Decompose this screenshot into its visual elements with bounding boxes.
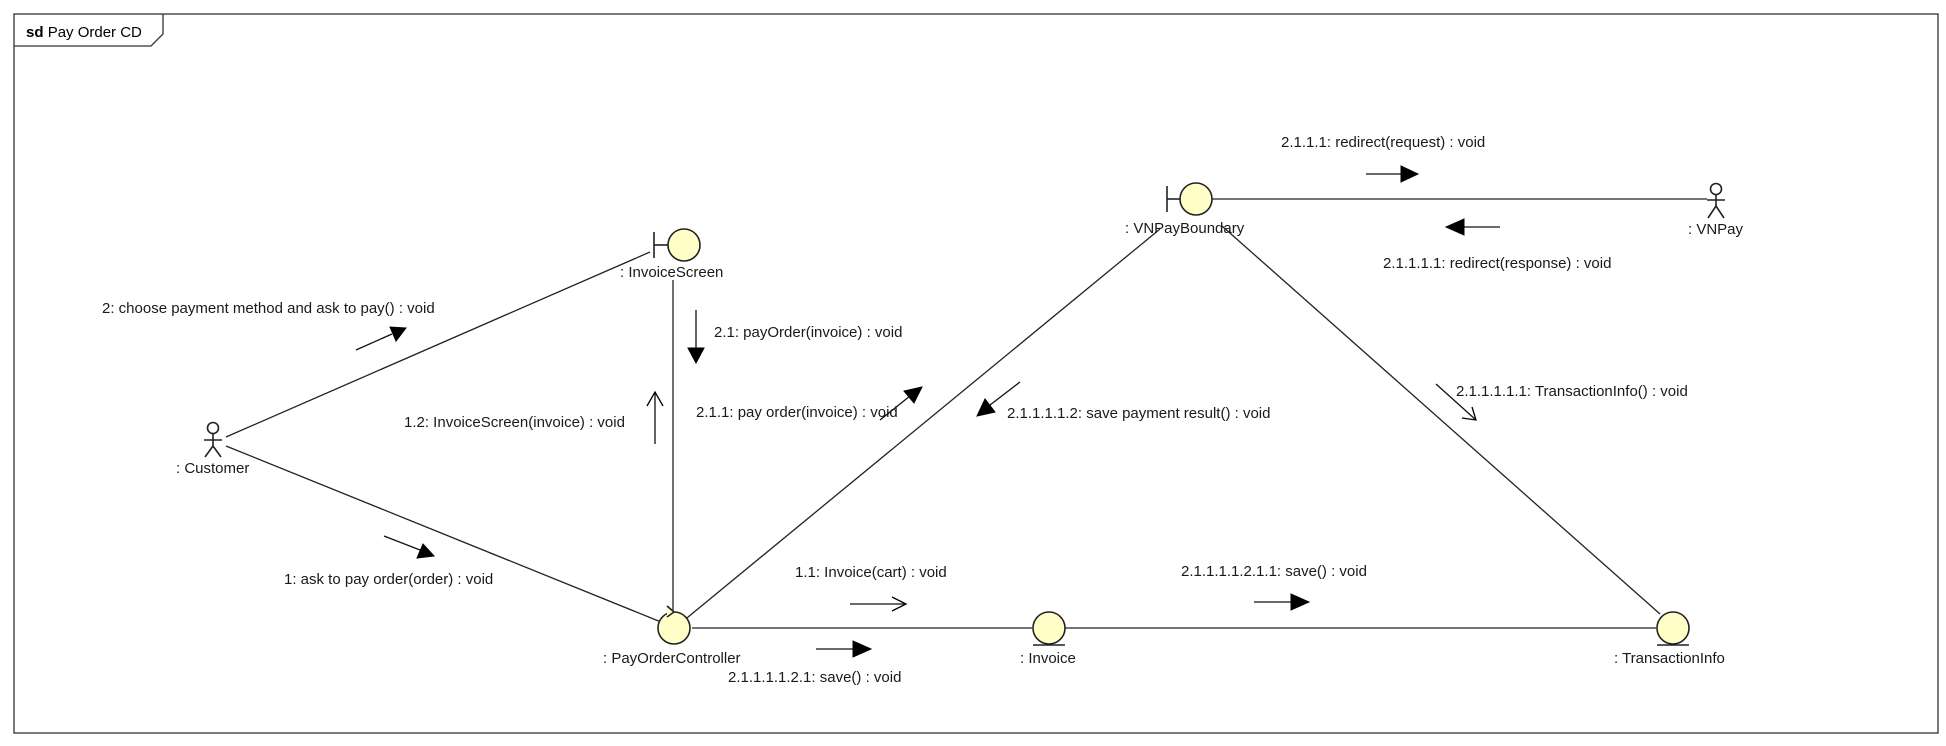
link-vnpayboundary-transactioninfo (1221, 225, 1661, 615)
actor-customer-label: : Customer (176, 460, 249, 477)
arrow-m2-1-1-1-1-2-1 (816, 640, 873, 658)
entity-transactioninfo-label: : TransactionInfo (1614, 650, 1725, 667)
message-label: 2.1.1.1.1: redirect(response) : void (1383, 255, 1611, 272)
actor-vnpay-label: : VNPay (1688, 221, 1744, 238)
entity-invoice-label: : Invoice (1020, 650, 1076, 667)
link-customer-invoicescreen (225, 251, 651, 438)
boundary-icon (1166, 182, 1213, 216)
message-label: 2.1.1.1.1.2.1.1: save() : void (1181, 563, 1367, 580)
message-labels: 2: choose payment method and ask to pay(… (102, 134, 1688, 686)
boundary-vnpayboundary[interactable]: : VNPayBoundary (1125, 182, 1245, 237)
boundary-invoicescreen-label: : InvoiceScreen (620, 264, 723, 281)
boundary-vnpayboundary-label: : VNPayBoundary (1125, 220, 1245, 237)
arrow-m2 (355, 326, 407, 351)
message-label: 2.1: payOrder(invoice) : void (714, 324, 902, 341)
arrow-m1 (383, 535, 436, 559)
message-label: 1.1: Invoice(cart) : void (795, 564, 947, 581)
link-payordercontroller-vnpayboundary (681, 228, 1161, 623)
message-label: 2.1.1.1.1.1: TransactionInfo() : void (1456, 383, 1688, 400)
control-payordercontroller[interactable]: : PayOrderController (603, 605, 741, 667)
boundary-icon (653, 228, 701, 262)
actor-customer[interactable]: : Customer (176, 421, 249, 478)
message-arrows (355, 165, 1500, 658)
boundary-invoicescreen[interactable]: : InvoiceScreen (620, 228, 723, 281)
entity-transactioninfo[interactable]: : TransactionInfo (1614, 611, 1725, 667)
arrow-m2-1-1-1-1-2 (976, 381, 1021, 417)
message-label: 2.1.1.1: redirect(request) : void (1281, 134, 1485, 151)
arrow-m1-2 (646, 390, 664, 444)
arrow-m2-1 (687, 310, 705, 365)
message-label: 2: choose payment method and ask to pay(… (102, 300, 435, 317)
message-label: 2.1.1.1.1.2.1: save() : void (728, 669, 901, 686)
message-label: 1: ask to pay order(order) : void (284, 571, 493, 588)
arrow-m1-1 (850, 596, 908, 612)
arrow-m2-1-1-1-1 (1444, 218, 1500, 236)
entity-icon (1032, 611, 1066, 646)
control-payordercontroller-label: : PayOrderController (603, 650, 741, 667)
control-icon (657, 605, 691, 645)
stick-figure-icon (204, 421, 222, 458)
message-label: 1.2: InvoiceScreen(invoice) : void (404, 414, 625, 431)
frame-title: sd Pay Order CD (26, 24, 142, 41)
entity-icon (1656, 611, 1690, 646)
link-customer-payordercontroller (225, 445, 662, 623)
links (225, 198, 1707, 629)
entity-invoice[interactable]: : Invoice (1020, 611, 1076, 667)
arrow-m2-1-1-1-1-2-1-1 (1254, 593, 1311, 611)
message-label: 2.1.1: pay order(invoice) : void (696, 404, 898, 421)
diagram-frame: sd Pay Order CD (13, 13, 1939, 734)
message-label: 2.1.1.1.1.2: save payment result() : voi… (1007, 405, 1270, 422)
arrow-m2-1-1-1-1-1 (1435, 383, 1477, 421)
actor-vnpay[interactable]: : VNPay (1688, 182, 1744, 239)
stick-figure-icon (1707, 182, 1725, 219)
arrow-m2-1-1 (879, 386, 923, 421)
arrow-m2-1-1-1 (1366, 165, 1420, 183)
